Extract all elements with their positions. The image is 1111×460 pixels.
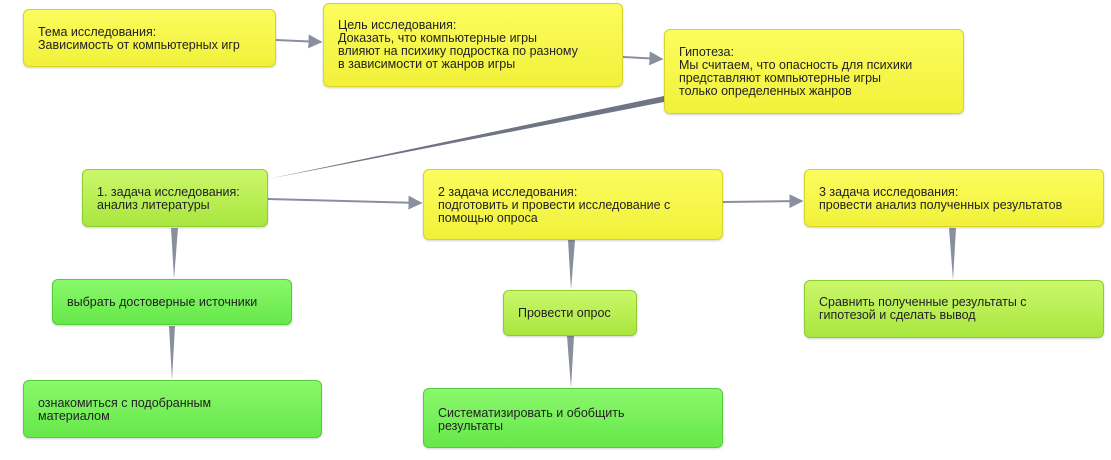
connector-task3-compare: [949, 228, 956, 280]
node-compare[interactable]: Сравнить полученные результаты с гипотез…: [804, 280, 1104, 338]
node-systematize[interactable]: Систематизировать и обобщить результаты: [423, 388, 723, 448]
node-survey[interactable]: Провести опрос: [503, 290, 637, 336]
node-sources[interactable]: выбрать достоверные источники: [52, 279, 292, 325]
connector-sources-material: [169, 326, 175, 380]
connector-goal-hypothesis: [622, 51, 664, 66]
node-goal[interactable]: Цель исследования: Доказать, что компьют…: [323, 3, 623, 87]
node-task1[interactable]: 1. задача исследования: анализ литератур…: [82, 169, 268, 227]
node-task2[interactable]: 2 задача исследования: подготовить и про…: [423, 169, 723, 240]
node-task3[interactable]: 3 задача исследования: провести анализ п…: [804, 169, 1104, 227]
connector-task1-sources: [171, 228, 178, 279]
connector-hypothesis-task1: [268, 96, 664, 179]
connector-topic-goal: [275, 34, 323, 49]
connector-task2-survey: [568, 240, 575, 290]
connector-survey-systematize: [567, 336, 574, 388]
node-hypothesis[interactable]: Гипотеза: Мы считаем, что опасность для …: [664, 29, 964, 114]
node-material[interactable]: ознакомиться с подобранным материалом: [23, 380, 322, 438]
connector-task1-task2: [267, 195, 423, 210]
node-topic[interactable]: Тема исследования: Зависимость от компью…: [23, 9, 276, 67]
connector-task2-task3: [722, 194, 804, 209]
